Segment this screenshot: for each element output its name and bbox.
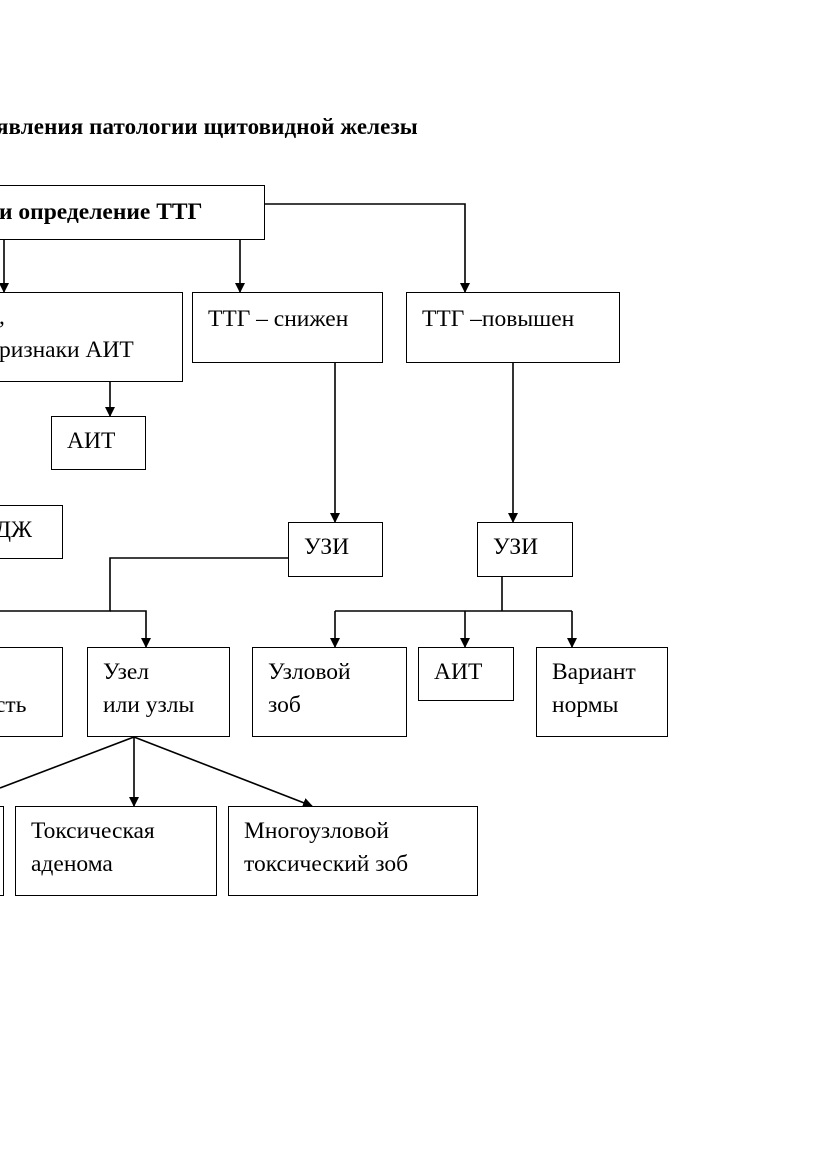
toxic-adenoma-box: Токсическая аденома [15,806,217,896]
toxic-adenoma-line2: аденома [31,851,113,877]
sidebox-partial: , сть [0,647,63,737]
multinodular-toxic-goiter-box: Многоузловой токсический зоб [228,806,478,896]
multinodular-line1: Многоузловой [244,818,389,844]
left-partial-box: , ризнаки АИТ [0,292,183,382]
dzh-partial-box: ДЖ [0,505,63,559]
ait-box-1: АИТ [51,416,146,470]
sidebox-partial-line1: , [0,656,62,689]
ttg-low-text: ТТГ – снижен [208,306,349,332]
connector-uzi-low-branch [0,557,289,612]
multinodular-line2: токсический зоб [244,851,409,877]
ttg-low-box: ТТГ – снижен [192,292,383,363]
norm-variant-box: Вариант нормы [536,647,668,737]
nodes-box-line1: Узел [103,659,150,685]
left-partial-line2: ризнаки АИТ [0,337,134,363]
nodes-box: Узел или узлы [87,647,230,737]
uzi-low-text: УЗИ [304,534,350,560]
ttg-high-text: ТТГ –повышен [422,306,575,332]
uzi-high-text: УЗИ [493,534,539,560]
sidebox-partial-line2: сть [0,692,27,718]
uzi-low-box: УЗИ [288,522,383,577]
nodular-goiter-line2: зоб [268,692,301,718]
connector-branch-nodes [110,610,151,648]
ait-1-text: АИТ [67,428,116,454]
nodular-goiter-box: Узловой зоб [252,647,407,737]
nodular-goiter-line1: Узловой [268,659,351,685]
dzh-partial-text: ДЖ [0,517,33,543]
toxic-adenoma-line1: Токсическая [31,818,155,844]
ait-2-text: АИТ [434,659,483,685]
ttg-high-box: ТТГ –повышен [406,292,620,363]
diagram-heading: явления патологии щитовидной железы [0,114,418,139]
connector-nodes-left [0,736,135,789]
left-partial-line1: , [0,301,182,334]
root-box: и определение ТТГ [0,185,265,240]
norm-variant-line1: Вариант [552,659,636,685]
connector-nodes-multinodular [133,736,313,808]
connector-root-ttg-high [264,203,470,293]
ait-box-2: АИТ [418,647,514,701]
root-box-text: и определение ТТГ [0,199,203,225]
nodes-box-line2: или узлы [103,692,195,718]
left-edge-partial-box [0,806,4,896]
norm-variant-line2: нормы [552,692,619,718]
uzi-high-box: УЗИ [477,522,573,577]
